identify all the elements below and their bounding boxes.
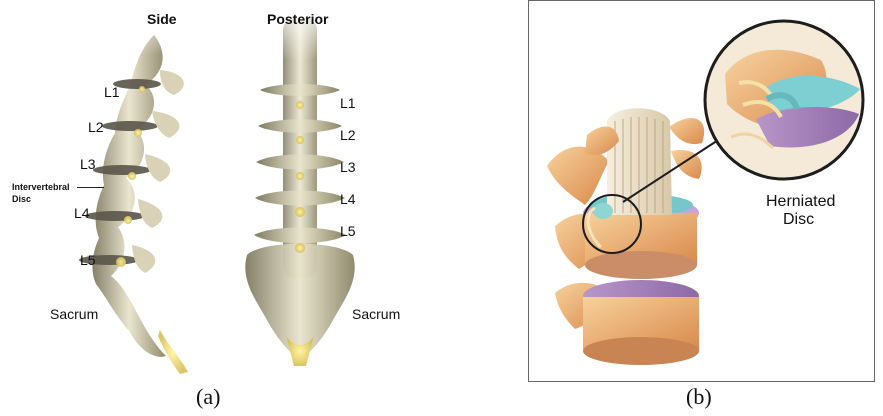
disc-label: Disc xyxy=(12,195,31,204)
posterior-label-l1: L1 xyxy=(340,96,356,110)
intervertebral-label: Intervertebral xyxy=(12,183,70,192)
posterior-label-l3: L3 xyxy=(340,160,356,174)
spine-panel-a: Side Posterior L1 L2 L3 L4 L5 Interverte… xyxy=(0,0,430,380)
side-label-l1: L1 xyxy=(104,85,120,99)
posterior-spine xyxy=(240,0,360,366)
posterior-label-l5: L5 xyxy=(340,224,356,238)
vertebral-column xyxy=(547,108,704,365)
posterior-label-l2: L2 xyxy=(340,128,356,142)
side-label-l2: L2 xyxy=(88,120,104,134)
herniated-disc-panel-b: Herniated Disc xyxy=(528,0,875,382)
caption-b: (b) xyxy=(686,384,712,410)
herniated-label: Herniated xyxy=(766,194,835,210)
posterior-view-title: Posterior xyxy=(267,12,328,26)
intervertebral-pointer-line xyxy=(77,187,104,188)
caption-a: (a) xyxy=(196,384,220,410)
side-view-title: Side xyxy=(147,12,177,26)
sacrum-left-label: Sacrum xyxy=(50,307,98,321)
sacrum-right-label: Sacrum xyxy=(352,307,400,321)
herniated-disc-illustration xyxy=(529,1,875,382)
posterior-label-l4: L4 xyxy=(340,192,356,206)
disc-callout-label: Disc xyxy=(783,212,814,228)
side-label-l3: L3 xyxy=(80,157,96,171)
side-label-l5: L5 xyxy=(80,253,96,267)
side-label-l4: L4 xyxy=(74,206,90,220)
